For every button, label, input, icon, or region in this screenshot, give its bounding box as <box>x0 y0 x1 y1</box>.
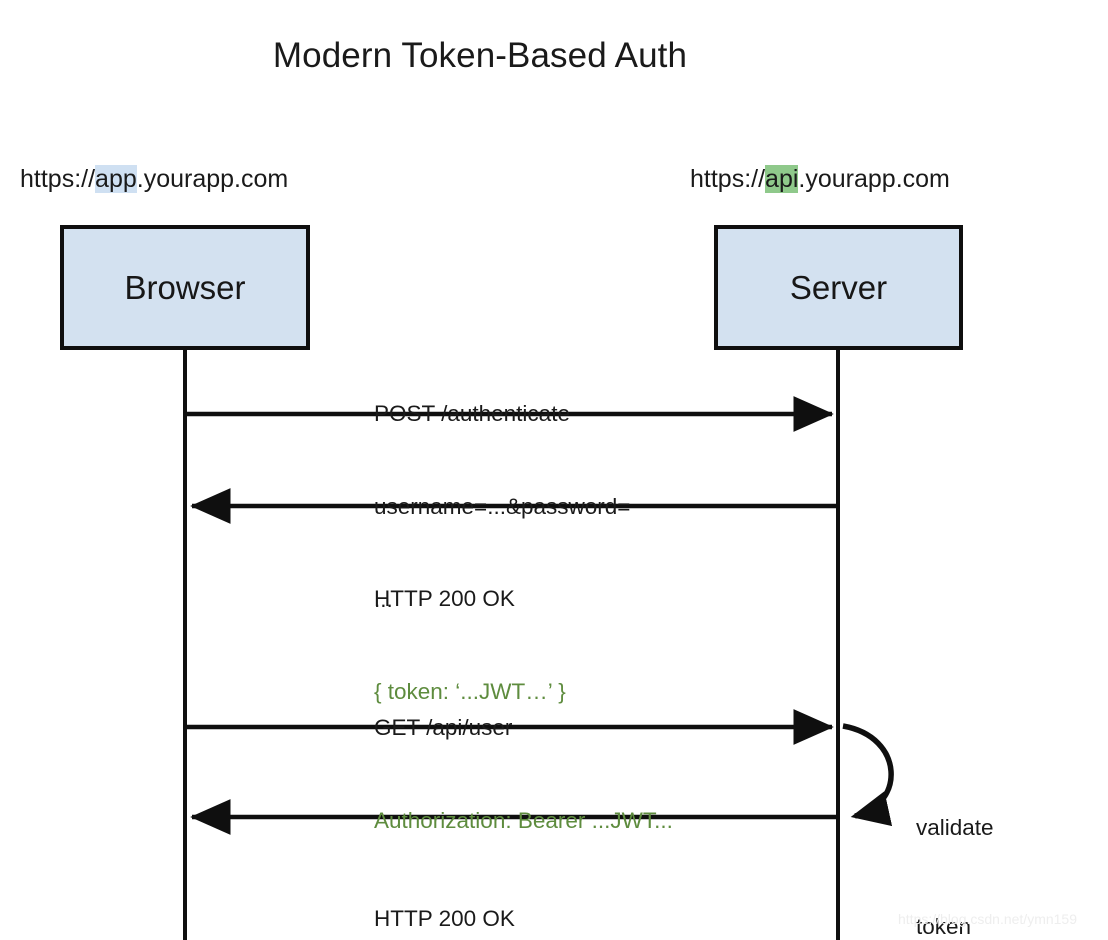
participant-label-server: Server <box>789 268 888 306</box>
browser-url-prefix: https:// <box>20 165 96 193</box>
message-line-1: HTTP 200 OK <box>374 586 515 611</box>
message-line-2: username=...&password= <box>374 494 631 519</box>
message-line-1: POST /authenticate <box>374 401 570 426</box>
message-label-post-authenticate: POST /authenticate username=...&password… <box>374 336 630 677</box>
server-url-suffix: .yourapp.com <box>798 165 950 193</box>
server-url-prefix: https:// <box>690 165 766 193</box>
self-message-label-validate-token: validate token <box>916 745 994 940</box>
message-line-1: HTTP 200 OK <box>374 906 515 931</box>
message-line-1: GET /api/user <box>374 715 513 740</box>
lifeline-browser <box>183 350 187 940</box>
lifeline-server <box>836 350 840 940</box>
participant-label-browser: Browser <box>124 268 246 306</box>
message-label-user-response: HTTP 200 OK { name: “foo”} <box>374 841 515 940</box>
browser-url-suffix: .yourapp.com <box>136 165 289 193</box>
message-line-2: { token: ‘...JWT…’ } <box>374 679 566 704</box>
browser-url-caption: https://app.yourapp.com <box>20 165 288 194</box>
self-message-line-2: token <box>916 914 972 939</box>
server-url-caption: https://api.yourapp.com <box>690 165 950 194</box>
arrow-validate-token-arc <box>842 723 894 827</box>
browser-url-highlight: app <box>95 165 137 193</box>
message-line-2: Authorization: Bearer ...JWT... <box>374 808 673 833</box>
message-label-auth-response: HTTP 200 OK { token: ‘...JWT…’ } <box>374 521 566 769</box>
participant-box-browser: Browser <box>60 225 310 350</box>
participant-box-server: Server <box>714 225 963 350</box>
message-label-get-api-user: GET /api/user Authorization: Bearer ...J… <box>374 650 673 898</box>
watermark: https://blog.csdn.net/ymn159 <box>898 911 1077 927</box>
self-message-line-1: validate <box>916 815 994 840</box>
message-line-3: ... <box>374 587 393 612</box>
server-url-highlight: api <box>765 165 799 193</box>
page-title: Modern Token-Based Auth <box>272 36 688 75</box>
